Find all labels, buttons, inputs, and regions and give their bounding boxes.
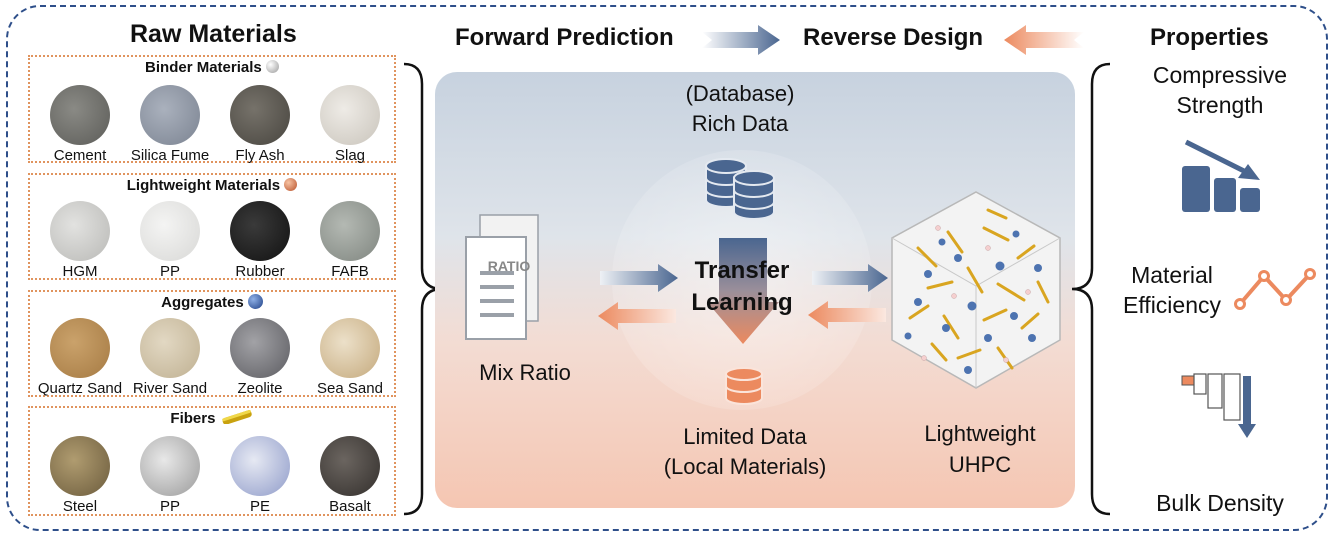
material-label: Basalt [329, 498, 371, 515]
material-label: Fly Ash [235, 147, 285, 164]
material-item: Sea Sand [310, 318, 390, 397]
mix-to-transfer-arrow-icon [600, 264, 678, 292]
material-swatch [320, 201, 380, 261]
down-arrow-icon [707, 238, 779, 344]
lightweight-label: Lightweight [924, 421, 1036, 446]
material-label: Sea Sand [317, 380, 383, 397]
material-swatch [140, 436, 200, 496]
right-brace [1071, 62, 1111, 516]
rich-data-label: Rich Data [691, 111, 789, 136]
bulk-density-label: Bulk Density [1156, 490, 1284, 516]
material-swatch [50, 201, 110, 261]
group-lightweight-materials: Lightweight Materials HGM PP Rubber FAFB [28, 173, 396, 280]
group-title: Fibers [170, 410, 216, 427]
material-item: Fly Ash [220, 85, 300, 164]
material-label: PP [159, 263, 180, 280]
material-swatch [50, 318, 110, 378]
local-materials-label: (Local Materials) [663, 454, 827, 479]
group-title: Lightweight Materials [126, 177, 281, 194]
material-swatch [230, 318, 290, 378]
group-title: Aggregates [161, 294, 244, 311]
bar-decline-icon [1182, 139, 1260, 212]
transfer-label: Transfer [694, 257, 790, 284]
material-item: Basalt [310, 436, 390, 515]
ratio-document-icon [465, 214, 539, 340]
group-binder-materials: Binder Materials Cement Silica Fume Fly … [28, 55, 396, 164]
material-label: HGM [62, 263, 98, 280]
reverse-design-title: Reverse Design [803, 24, 984, 51]
material-item: Slag [310, 85, 390, 164]
material-label: Steel [62, 498, 98, 515]
forward-arrow-icon [702, 25, 780, 55]
material-label: Zeolite [237, 380, 283, 397]
material-label: PP [159, 498, 180, 515]
efficiency-label: Efficiency [1122, 292, 1221, 318]
ratio-label: RATIO [487, 258, 531, 274]
sphere-icon [284, 178, 298, 191]
material-item: HGM [40, 201, 120, 280]
mix-ratio-label: Mix Ratio [479, 360, 571, 385]
material-item: FAFB [310, 201, 390, 280]
uhpc-cube-icon [891, 191, 1061, 389]
material-item: Silica Fume [130, 85, 210, 164]
material-label: River Sand [132, 380, 208, 397]
reverse-arrow-icon [1004, 25, 1084, 55]
material-swatch [320, 436, 380, 496]
group-fibers: Fibers Steel PP PE Basalt [28, 406, 396, 516]
material-label: Quartz Sand [37, 380, 123, 397]
sphere-icon [247, 294, 263, 309]
bulk-density-icon [1181, 373, 1256, 438]
material-label: Silica Fume [130, 147, 210, 164]
compressive-label: Compressive [1152, 62, 1288, 88]
material-item: Quartz Sand [38, 318, 122, 397]
limited-data-label: Limited Data [683, 424, 807, 449]
sphere-icon [265, 60, 279, 73]
outer-frame [6, 5, 1328, 531]
fiber-rod-icon [221, 409, 252, 425]
material-swatch [140, 318, 200, 378]
material-label: Slag [334, 147, 366, 164]
properties-title: Properties [1150, 24, 1269, 51]
material-label: Cement [53, 147, 107, 164]
material-item: Zeolite [220, 318, 300, 397]
material-swatch [140, 201, 200, 261]
material-item: River Sand [130, 318, 210, 397]
material-swatch [230, 85, 290, 145]
uhpc-label: UHPC [948, 452, 1012, 477]
raw-materials-title: Raw Materials [130, 20, 297, 48]
transfer-to-mix-arrow-icon [598, 302, 676, 330]
material-item: Cement [40, 85, 120, 164]
material-swatch [320, 85, 380, 145]
material-swatch [230, 436, 290, 496]
uhpc-to-transfer-arrow-icon [808, 301, 886, 329]
material-swatch [230, 201, 290, 261]
material-item: Rubber [220, 201, 300, 280]
transfer-to-uhpc-arrow-icon [812, 264, 888, 292]
material-label: Rubber [235, 263, 285, 280]
material-item: Steel [40, 436, 120, 515]
material-item: PP [130, 201, 210, 280]
group-title: Binder Materials [145, 59, 262, 76]
strength-label: Strength [1176, 92, 1264, 118]
group-aggregates: Aggregates Quartz Sand River Sand Zeolit… [28, 290, 396, 397]
material-swatch [320, 318, 380, 378]
forward-prediction-title: Forward Prediction [455, 24, 674, 51]
material-item: PP [130, 436, 210, 515]
small-database-icon [725, 367, 763, 405]
material-swatch [140, 85, 200, 145]
material-swatch [50, 436, 110, 496]
material-swatch [50, 85, 110, 145]
database-label: (Database) [685, 81, 795, 106]
material-label-prop: Material [1131, 262, 1213, 288]
database-icon [705, 158, 775, 220]
efficiency-line-icon [1234, 268, 1316, 310]
learning-label: Learning [691, 289, 793, 316]
material-label: FAFB [331, 263, 369, 280]
material-label: PE [249, 498, 270, 515]
material-item: PE [220, 436, 300, 515]
